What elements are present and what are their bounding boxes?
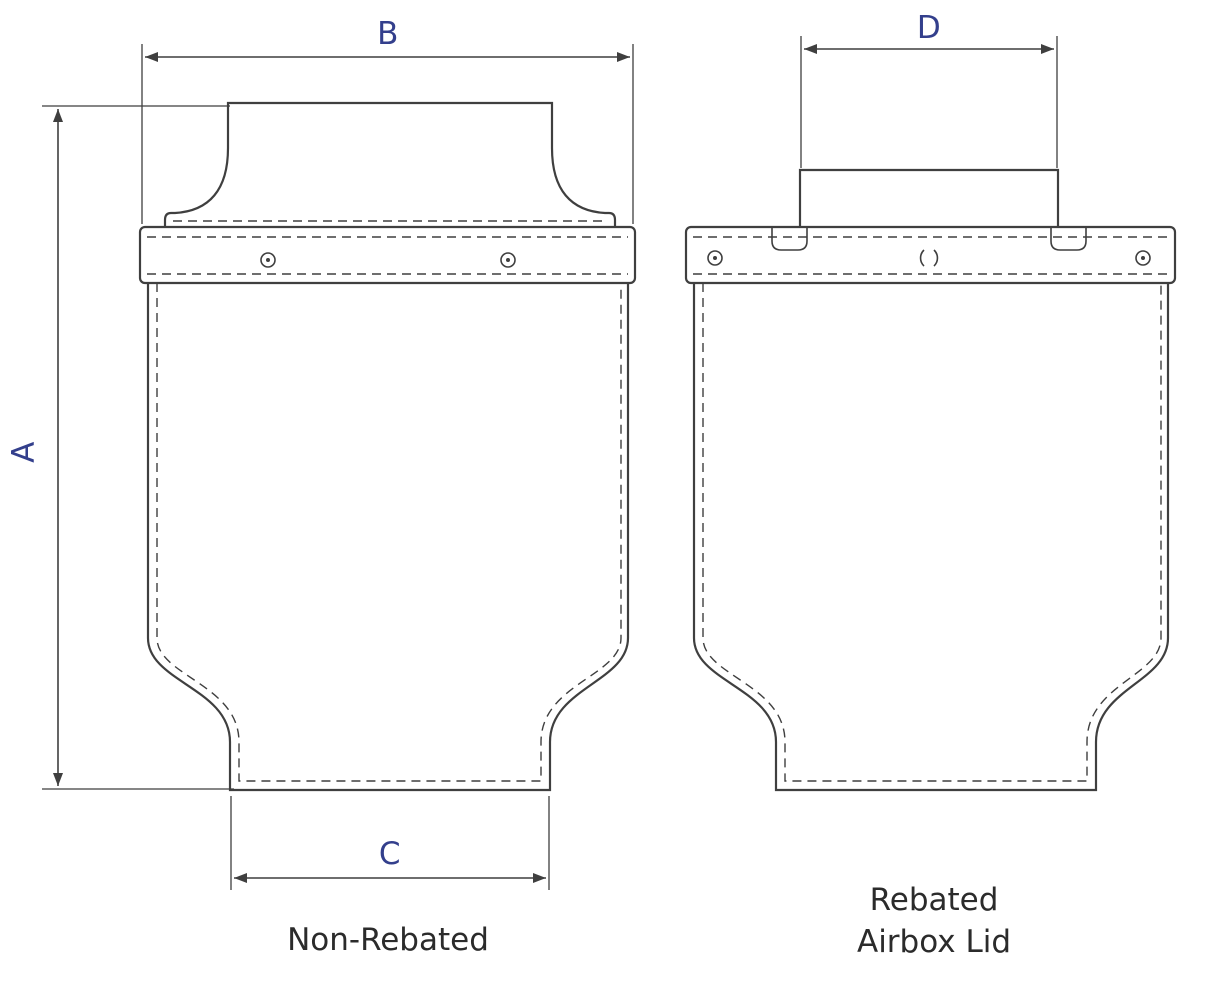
rebated-rivet-right-center [1141,256,1145,260]
dimension-b-label: B [377,16,399,52]
figure-rebated [684,168,1177,792]
figure-non-rebated [138,101,637,792]
non-rebated-rivet-left-center [266,258,270,262]
dimension-d: D [800,10,1058,168]
rebated-slot-left [771,228,808,251]
non-rebated-neck-outline [163,101,617,227]
dimension-d-label: D [917,10,941,46]
rebated-rivet-left-center [713,256,717,260]
non-rebated-rivet-right-icon [500,252,516,268]
rebated-center-mark-right [933,249,939,267]
non-rebated-rivet-right-center [506,258,510,262]
caption-rebated-line1: Rebated [870,882,999,918]
rebated-lid-band [684,225,1177,285]
non-rebated-body-hidden-outline [156,283,622,782]
rebated-slot-right [1050,228,1087,251]
non-rebated-rivet-left-icon [260,252,276,268]
non-rebated-lid-band [138,225,637,285]
dimension-c: C [230,796,550,890]
dimension-a-label: A [6,441,42,463]
caption-non-rebated: Non-Rebated [287,922,489,958]
caption-rebated-line2: Airbox Lid [857,924,1011,960]
rebated-body-outline [692,283,1170,792]
rebated-neck-outline [798,168,1060,227]
rebated-body-hidden-outline [702,283,1162,782]
dimension-a: A [6,105,234,790]
rebated-center-mark-left [919,249,925,267]
non-rebated-body-outline [146,283,630,792]
dimension-c-label: C [379,836,401,872]
rebated-rivet-left-icon [707,250,723,266]
dimension-b: B [141,16,634,224]
rebated-rivet-right-icon [1135,250,1151,266]
